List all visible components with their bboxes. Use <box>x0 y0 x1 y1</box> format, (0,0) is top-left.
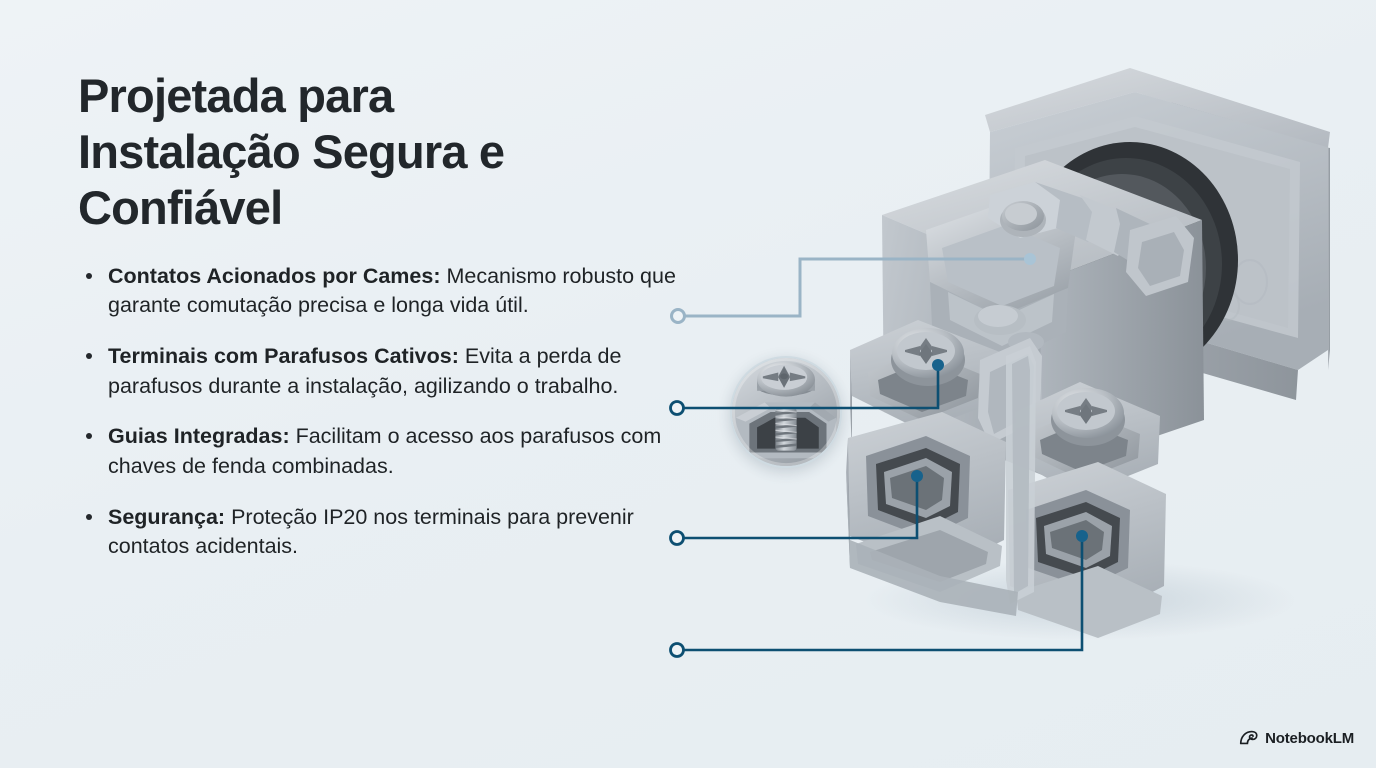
bullet-dot-icon <box>86 433 92 440</box>
list-item: Terminais com Parafusos Cativos: Evita a… <box>78 342 678 401</box>
list-item-lead: Contatos Acionados por Cames: <box>108 263 441 288</box>
list-item-lead: Terminais com Parafusos Cativos: <box>108 344 459 369</box>
cam-switch-render <box>846 68 1330 640</box>
terminal-upper-right <box>1015 382 1160 496</box>
list-item-lead: Segurança: <box>108 504 226 529</box>
page-title: Projetada para Instalação Segura e Confi… <box>78 69 505 234</box>
magnified-screw-illustration <box>732 358 840 466</box>
list-item: Contatos Acionados por Cames: Mecanismo … <box>78 262 678 321</box>
list-item-text: Mecanismo robusto que garante comutação … <box>108 263 676 318</box>
screw-detail-magnifier <box>730 356 842 468</box>
feature-list: Contatos Acionados por Cames: Mecanismo … <box>78 262 678 562</box>
product-image <box>830 20 1376 640</box>
list-item-text: Proteção IP20 nos terminais para preveni… <box>108 504 634 559</box>
bullet-dot-icon <box>86 353 92 360</box>
notebooklm-spiral-icon <box>1240 730 1258 745</box>
list-item-text: Facilitam o acesso aos parafusos com cha… <box>108 424 662 479</box>
list-item-text: Evita a perda de parafusos durante a ins… <box>108 344 622 398</box>
notebooklm-watermark: NotebookLM <box>1239 729 1354 748</box>
list-item-lead: Guias Integradas: <box>108 424 290 449</box>
bullet-dot-icon <box>86 513 92 520</box>
bullet-dot-icon <box>86 272 92 279</box>
list-item: Guias Integradas: Facilitam o acesso aos… <box>78 422 678 481</box>
text-column: Projetada para Instalação Segura e Confi… <box>78 68 678 562</box>
list-item: Segurança: Proteção IP20 nos terminais p… <box>78 503 678 562</box>
watermark-label: NotebookLM <box>1265 730 1354 747</box>
callout-endpoint-hollow <box>669 642 685 658</box>
